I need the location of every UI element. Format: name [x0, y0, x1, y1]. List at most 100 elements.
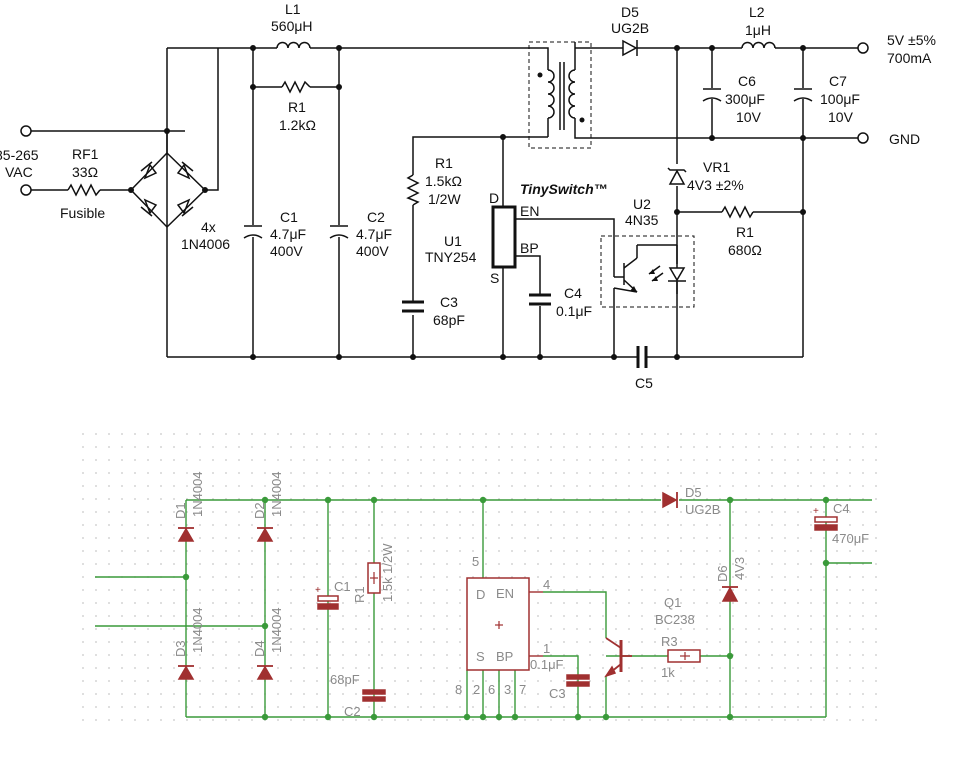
r1a-name: R1 — [288, 99, 306, 115]
eagle-ic-pin-bp: BP — [496, 649, 513, 664]
eagle-d1-part: 1N4004 — [190, 471, 205, 517]
tinyswitch-label: TinySwitch™ — [520, 181, 608, 197]
c7-name: C7 — [829, 73, 847, 89]
eagle-d1-name: D1 — [173, 502, 188, 519]
d5-name: D5 — [621, 4, 639, 20]
bridge-rectifier — [129, 131, 207, 229]
c1-name: C1 — [280, 209, 298, 225]
eagle-d1-diode — [177, 527, 195, 542]
input-terminal-1 — [20, 125, 32, 137]
r1b-name: R1 — [435, 155, 453, 171]
eagle-c4-value: 470μF — [832, 531, 869, 546]
u2-optocoupler — [600, 235, 695, 308]
eagle-ic-pin-s: S — [476, 649, 485, 664]
eagle-d2-diode — [256, 527, 274, 542]
u2-name: U2 — [633, 196, 651, 212]
eagle-q1-transistor — [604, 637, 632, 678]
eagle-c2-name: C2 — [344, 704, 361, 719]
eagle-c4-capacitor: + — [813, 506, 838, 531]
eagle-wiring — [95, 499, 872, 718]
eagle-d4-name: D4 — [252, 640, 267, 657]
c3-capacitor — [402, 300, 424, 313]
c4-name: C4 — [564, 285, 582, 301]
eagle-d6-value: 4V3 — [732, 557, 747, 580]
eagle-pin-3: 3 — [504, 682, 511, 697]
eagle-d6-zener — [721, 586, 739, 602]
svg-text:+: + — [315, 585, 321, 596]
vr1-value: 4V3 ±2% — [687, 177, 744, 193]
c2-value: 4.7μF — [356, 226, 392, 242]
r1c-name: R1 — [736, 224, 754, 240]
c2-name: C2 — [367, 209, 385, 225]
c7-capacitor — [793, 88, 813, 102]
eagle-ic — [466, 577, 543, 671]
pin-s-label: S — [490, 270, 499, 286]
eagle-d5-part: UG2B — [685, 502, 720, 517]
eagle-c1-name: C1 — [334, 579, 351, 594]
eagle-q1-part: BC238 — [655, 612, 695, 627]
eagle-d3-part: 1N4004 — [190, 607, 205, 653]
svg-text:+: + — [813, 506, 819, 517]
eagle-schematic: + — [80, 430, 888, 732]
output-terminal — [857, 42, 869, 54]
eagle-c3-capacitor — [566, 674, 590, 687]
u1-part: TNY254 — [425, 249, 477, 265]
bridge-count: 4x — [201, 219, 216, 235]
c7-voltage: 10V — [828, 109, 854, 125]
junction-dots — [128, 45, 806, 360]
wiring — [31, 42, 858, 358]
c5-name: C5 — [635, 375, 653, 391]
l1-value: 560μH — [271, 18, 313, 34]
rf1-note: Fusible — [60, 205, 105, 221]
rf1-value: 33Ω — [72, 164, 98, 180]
eagle-pin-1: 1 — [543, 641, 550, 656]
c5-capacitor — [636, 346, 648, 368]
rf1-resistor — [67, 183, 101, 197]
c6-value: 300μF — [725, 91, 765, 107]
r1c-value: 680Ω — [728, 242, 762, 258]
l2-name: L2 — [749, 4, 765, 20]
c7-value: 100μF — [820, 91, 860, 107]
eagle-pin-6: 6 — [488, 682, 495, 697]
l2-inductor — [741, 41, 776, 49]
u1-name: U1 — [444, 233, 462, 249]
d5-part: UG2B — [611, 20, 649, 36]
r1-resistor — [281, 80, 311, 94]
eagle-r1-value: 1.5k 1/2W — [380, 543, 395, 602]
c6-name: C6 — [738, 73, 756, 89]
input-terminal-2 — [20, 184, 32, 196]
vr1-zener — [667, 167, 687, 185]
c3-value: 68pF — [433, 312, 465, 328]
eagle-c3-name: C3 — [549, 686, 566, 701]
eagle-c2-value: 68pF — [330, 672, 360, 687]
c1-voltage: 400V — [270, 243, 303, 259]
c2-capacitor — [329, 225, 349, 239]
eagle-d5-diode — [662, 491, 678, 509]
pin-bp-label: BP — [520, 240, 539, 256]
eagle-d6-name: D6 — [715, 565, 730, 582]
eagle-d3-diode — [177, 665, 195, 680]
c1-value: 4.7μF — [270, 226, 306, 242]
eagle-r1-resistor — [367, 562, 381, 594]
eagle-d2-name: D2 — [252, 502, 267, 519]
l1-name: L1 — [285, 1, 301, 17]
eagle-d2-part: 1N4004 — [269, 471, 284, 517]
output-voltage-label: 5V ±5% — [887, 32, 936, 48]
eagle-pin-5: 5 — [472, 554, 479, 569]
eagle-q1-name: Q1 — [664, 595, 681, 610]
vr1-name: VR1 — [703, 159, 730, 175]
eagle-r3-name: R3 — [661, 634, 678, 649]
r1-feedback-resistor — [721, 205, 754, 219]
eagle-pin-2: 2 — [473, 682, 480, 697]
rf1-name: RF1 — [72, 146, 99, 162]
r1-snubber-resistor — [406, 174, 420, 206]
eagle-c2-capacitor — [362, 689, 386, 702]
d5-diode — [617, 39, 643, 57]
r1a-value: 1.2kΩ — [279, 117, 316, 133]
eagle-d5-name: D5 — [685, 485, 702, 500]
bridge-part: 1N4006 — [181, 236, 230, 252]
eagle-pin-7: 7 — [519, 682, 526, 697]
l2-value: 1μH — [745, 22, 771, 38]
c4-value: 0.1μF — [556, 303, 592, 319]
